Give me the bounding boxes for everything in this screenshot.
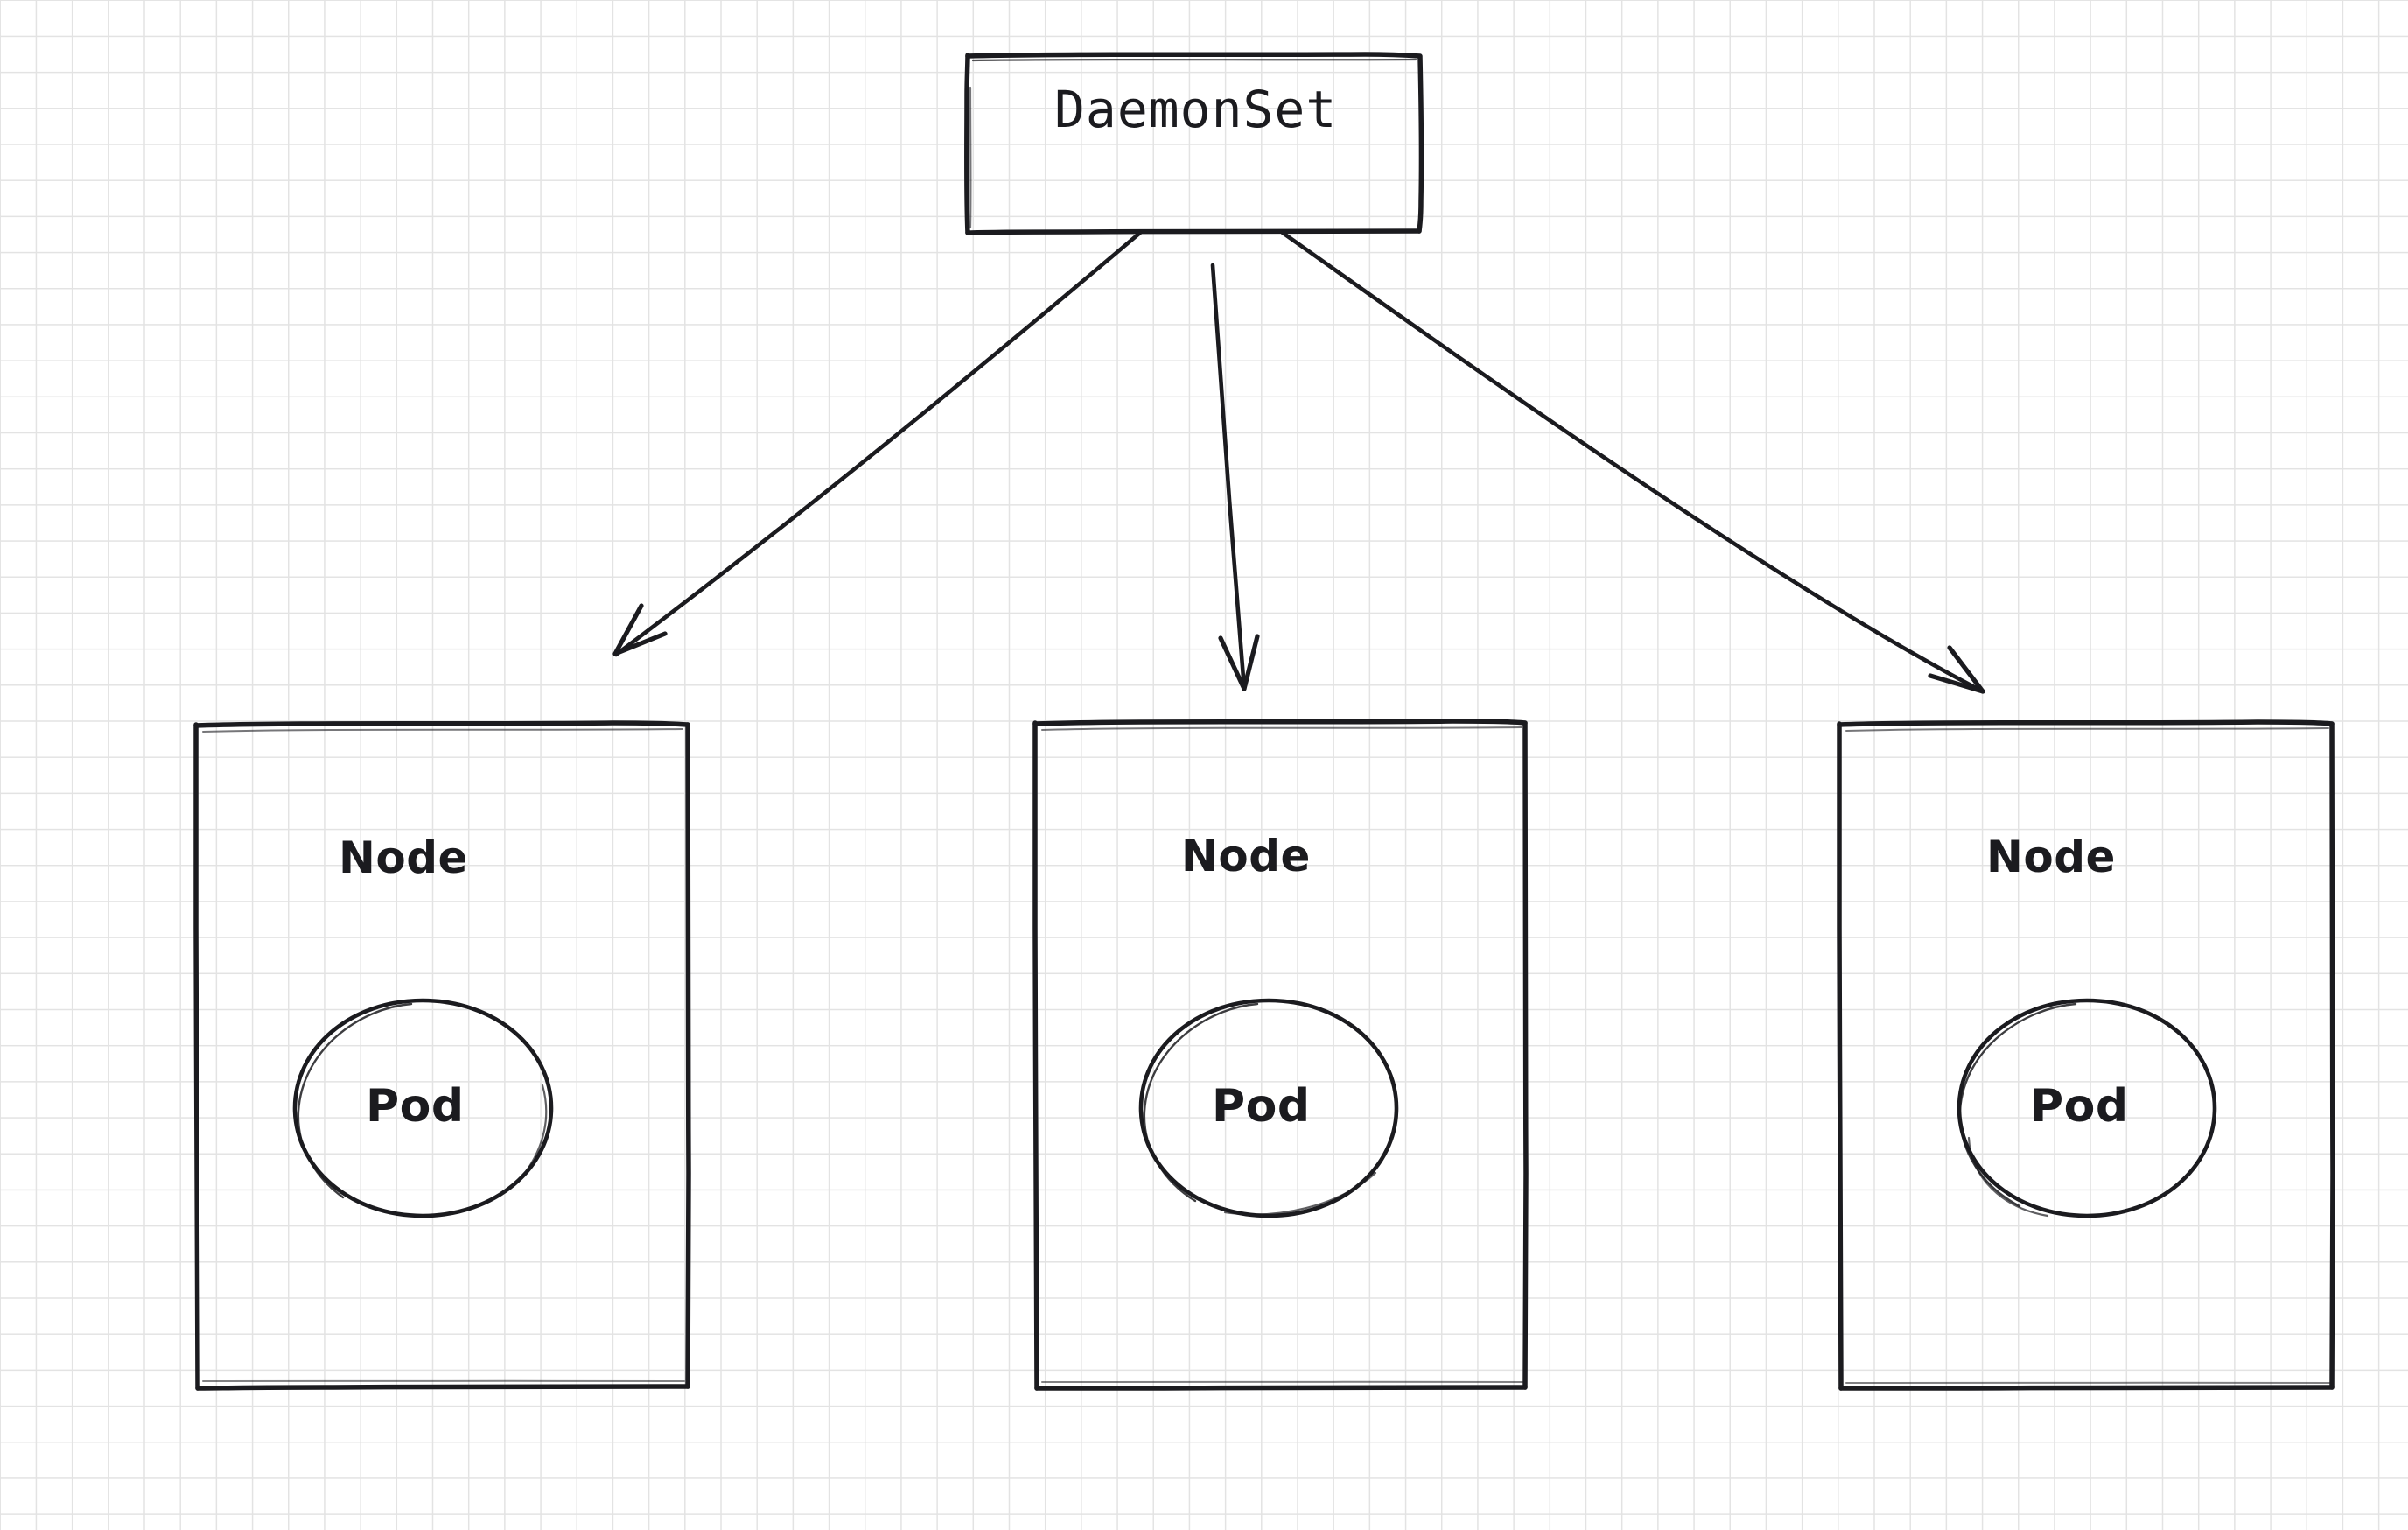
arrow-daemonset-to-node-2[interactable]: [1210, 263, 1260, 691]
node-box-2[interactable]: [1032, 719, 1529, 1391]
arrow-daemonset-to-node-3[interactable]: [1280, 230, 1985, 694]
pod-ellipse-3[interactable]: [1956, 998, 2217, 1218]
node-box-3[interactable]: [1837, 719, 2335, 1391]
node-box-1[interactable]: [193, 720, 691, 1391]
pod-ellipse-1[interactable]: [292, 998, 554, 1218]
pod-ellipse-2[interactable]: [1138, 998, 1399, 1218]
daemonset-box[interactable]: [964, 52, 1424, 235]
arrow-daemonset-to-node-1[interactable]: [612, 230, 1143, 657]
